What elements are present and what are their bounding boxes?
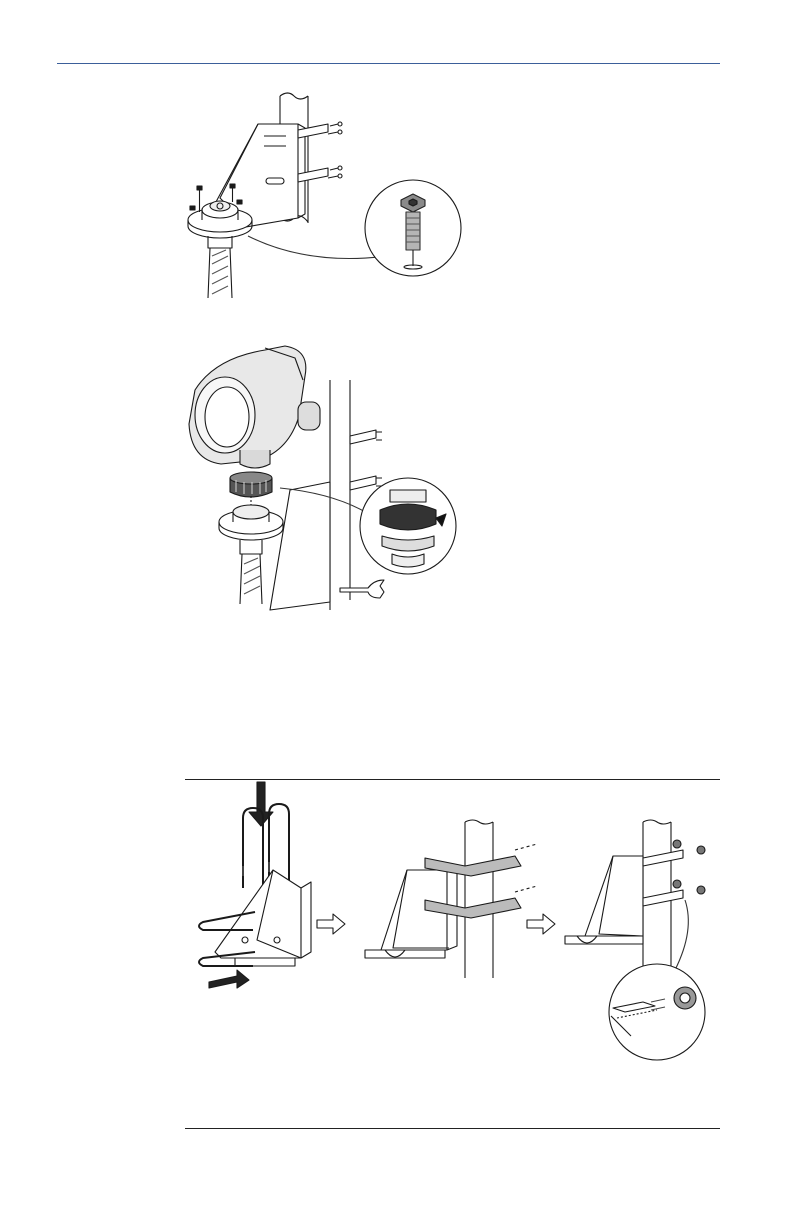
callout-leader <box>675 900 688 970</box>
adapter-nut <box>230 472 272 497</box>
nut-callout-icon <box>609 964 705 1060</box>
step-arrow-icon <box>527 914 555 934</box>
hex-socket-screw-icon <box>365 180 461 276</box>
rotation-callout-icon <box>360 478 456 574</box>
figure-bracket-assembly <box>185 780 720 1125</box>
transmitter-housing <box>189 346 320 468</box>
cable <box>208 236 232 298</box>
figure-flange-screws <box>180 88 470 303</box>
figure-mount-head <box>180 340 470 615</box>
header-rule <box>57 63 720 64</box>
bracket-on-pipe <box>365 820 537 978</box>
step-arrow-icon <box>317 914 345 934</box>
bracket-with-u-bolts <box>199 782 311 988</box>
open-end-wrench-icon <box>340 580 384 598</box>
arrow-right-icon <box>209 970 249 988</box>
figure-bottom-rule <box>185 1128 720 1129</box>
